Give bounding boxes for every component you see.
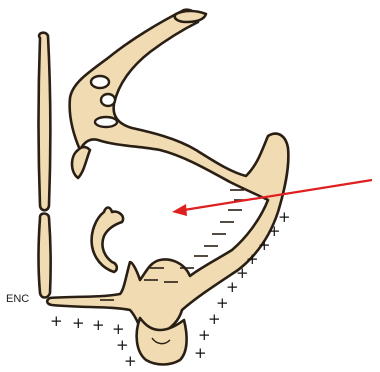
svg-text:+: + — [50, 312, 63, 330]
main-bone-body — [47, 10, 288, 336]
top-fragment — [175, 11, 206, 22]
vertical-bone-upper — [39, 33, 51, 211]
svg-text:+: + — [72, 314, 85, 332]
svg-text:+: + — [198, 326, 211, 344]
svg-text:+: + — [194, 344, 207, 362]
enc-label: ENC — [6, 293, 29, 305]
bone-hole-3 — [95, 117, 117, 127]
svg-text:+: + — [258, 236, 271, 254]
bone-hole-2 — [101, 94, 115, 106]
vertical-bone-lower — [39, 214, 51, 298]
svg-text:+: + — [92, 316, 105, 334]
bone-hole-1 — [91, 76, 109, 88]
svg-text:+: + — [124, 352, 137, 370]
small-hook — [92, 208, 123, 273]
hanging-lobe — [72, 147, 90, 178]
